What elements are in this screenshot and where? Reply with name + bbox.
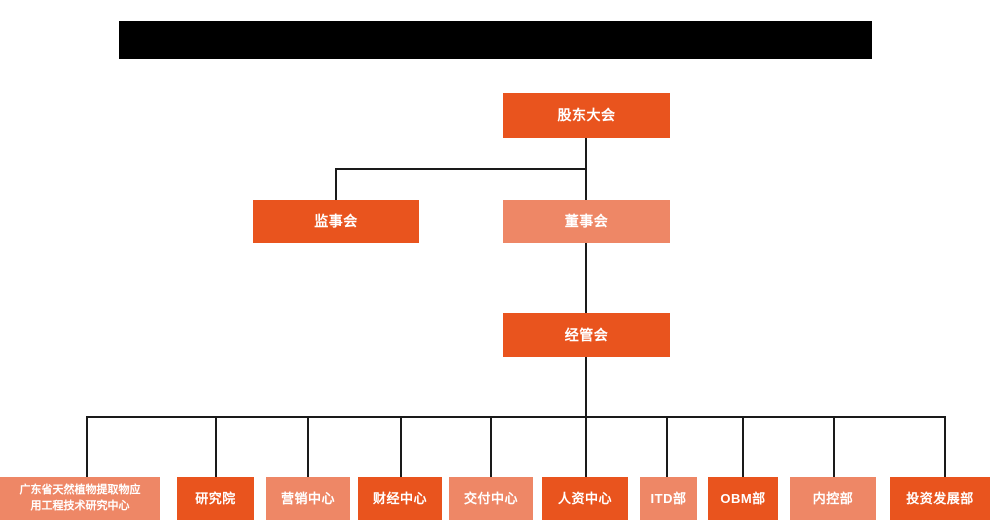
node-hr-center[interactable]: 人资中心: [542, 477, 628, 520]
connector-drop-finance-center: [400, 416, 402, 477]
node-obm-department[interactable]: OBM部: [708, 477, 778, 520]
connector-drop-marketing-center: [307, 416, 309, 477]
connector-directors-to-management: [585, 243, 587, 313]
node-label-line-1: 广东省天然植物提取物应: [19, 483, 141, 496]
connector-shareholders-down: [585, 138, 587, 169]
node-delivery-center[interactable]: 交付中心: [449, 477, 533, 520]
node-research-institute[interactable]: 研究院: [177, 477, 254, 520]
redacted-title-bar: [119, 21, 872, 59]
connector-supervisors-down: [335, 168, 337, 200]
connector-drop-engineering-research-center: [86, 416, 88, 477]
connector-department-bus: [86, 416, 945, 418]
connector-management-down: [585, 357, 587, 417]
connector-drop-internal-control-department: [833, 416, 835, 477]
node-marketing-center[interactable]: 营销中心: [266, 477, 350, 520]
node-shareholders-meeting[interactable]: 股东大会: [503, 93, 670, 138]
node-engineering-research-center[interactable]: 广东省天然植物提取物应 用工程技术研究中心: [0, 477, 160, 520]
connector-drop-hr-center: [585, 416, 587, 477]
connector-drop-research-institute: [215, 416, 217, 477]
node-board-of-supervisors[interactable]: 监事会: [253, 200, 419, 243]
node-internal-control-department[interactable]: 内控部: [790, 477, 876, 520]
connector-drop-itd-department: [666, 416, 668, 477]
connector-level2-bus: [335, 168, 587, 170]
node-itd-department[interactable]: ITD部: [640, 477, 697, 520]
node-management-committee[interactable]: 经管会: [503, 313, 670, 357]
node-label-line-2: 用工程技术研究中心: [30, 499, 130, 512]
connector-directors-down: [585, 168, 587, 200]
node-investment-development-department[interactable]: 投资发展部: [890, 477, 990, 520]
connector-drop-delivery-center: [490, 416, 492, 477]
node-finance-center[interactable]: 财经中心: [358, 477, 442, 520]
connector-drop-investment-development-department: [944, 416, 946, 477]
node-board-of-directors[interactable]: 董事会: [503, 200, 670, 243]
connector-drop-obm-department: [742, 416, 744, 477]
